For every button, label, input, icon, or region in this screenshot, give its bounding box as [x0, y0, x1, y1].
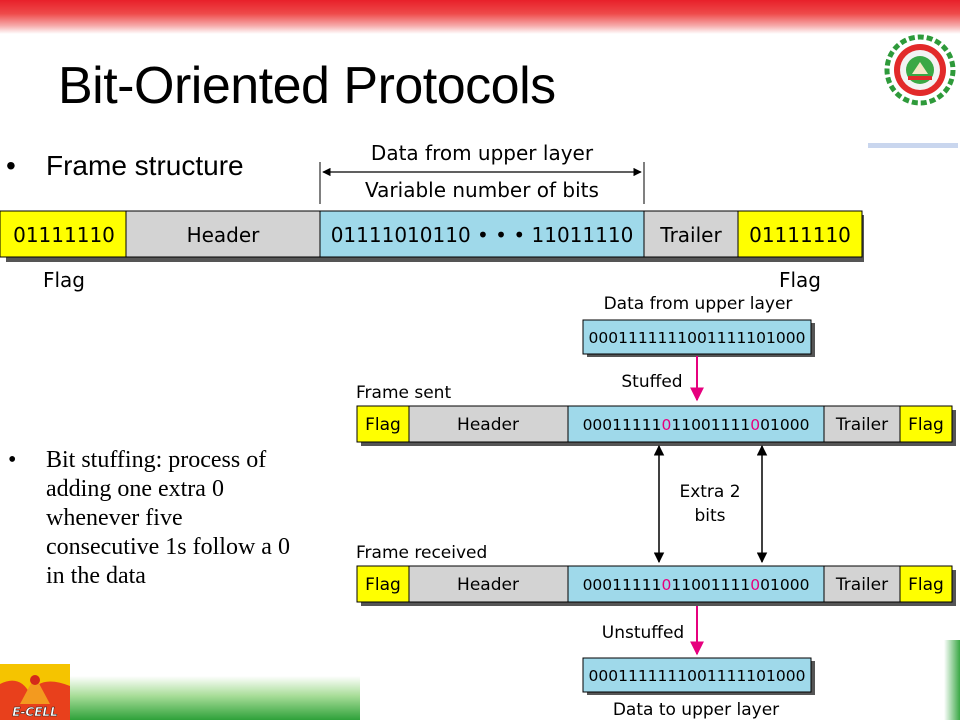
extra-bits-label: Extra 2 [679, 482, 740, 502]
sent-data [567, 405, 825, 443]
recv-flag-left-label: Flag [365, 575, 401, 595]
recv-flag-right-label: Flag [908, 575, 944, 595]
stuffed-label: Stuffed [621, 372, 682, 392]
header-divider [868, 143, 958, 148]
stuffed-bit-2: 0 [750, 576, 760, 594]
bits-part-b: 11001111 [671, 416, 750, 434]
bottom-gradient-bar [60, 676, 360, 720]
bits-part-c: 01000 [760, 416, 809, 434]
frame-received-label: Frame received [356, 543, 487, 563]
flag-field-left [0, 210, 127, 258]
variable-bits-label: Variable number of bits [365, 178, 599, 202]
data-bits: 01111010110 • • • 11011110 [331, 223, 634, 247]
recv-header-label: Header [457, 575, 519, 595]
recv-trailer-label: Trailer [835, 575, 888, 595]
top-gradient-bar [0, 0, 960, 34]
bullet-text: Frame structure [46, 150, 244, 181]
bits-part-b: 11001111 [671, 576, 750, 594]
bits-part-c: 01000 [760, 576, 809, 594]
stuffed-bit-2: 0 [750, 416, 760, 434]
input-bits-box [582, 319, 812, 355]
output-bits: 0001111111001111101000 [589, 667, 806, 685]
bullet-icon: • [6, 150, 16, 181]
bits-part-a: 00011111 [583, 576, 662, 594]
flag-label-right: Flag [779, 268, 821, 292]
extra-bits-label-2: bits [694, 506, 725, 526]
bits-part-a: 00011111 [583, 416, 662, 434]
college-emblem-icon [884, 34, 956, 106]
recv-trailer [823, 565, 901, 603]
flag-label-left: Flag [43, 268, 85, 292]
recv-stuffed-bits: 00011111011001111001000 [583, 576, 810, 594]
sent-flag-right-label: Flag [908, 415, 944, 435]
sent-header-label: Header [457, 415, 519, 435]
flag-field-right [737, 210, 863, 258]
data-to-upper-label: Data to upper layer [613, 700, 779, 720]
sent-trailer-label: Trailer [835, 415, 888, 435]
flag-right-bits: 01111110 [749, 223, 851, 247]
recv-data [567, 565, 825, 603]
sent-flag-left-label: Flag [365, 415, 401, 435]
input-bits: 0001111111001111101000 [589, 329, 806, 347]
sent-flag-right [899, 405, 953, 443]
data-from-upper-label: Data from upper layer [371, 141, 594, 165]
sent-header [408, 405, 569, 443]
recv-flag-right [899, 565, 953, 603]
trailer-field [643, 210, 739, 258]
flag-left-bits: 01111110 [13, 223, 115, 247]
slide-title: Bit-Oriented Protocols [58, 57, 556, 115]
bullet-text: Bit stuffing: process of adding one extr… [46, 447, 290, 589]
unstuffed-label: Unstuffed [602, 623, 684, 643]
header-field [125, 210, 321, 258]
bottom-right-gradient [944, 640, 960, 720]
stuffed-bit-1: 0 [661, 576, 671, 594]
trailer-label: Trailer [659, 223, 722, 247]
bullet-icon: • [8, 447, 17, 473]
svg-text:E-CELL: E-CELL [12, 705, 57, 719]
output-bits-box [582, 657, 812, 693]
header-label: Header [187, 223, 261, 247]
e-cell-logo-icon: E-CELL [0, 664, 70, 720]
data-field [319, 210, 645, 258]
sent-stuffed-bits: 00011111011001111001000 [583, 416, 810, 434]
data-dimension-marker [319, 162, 645, 204]
stuff-data-from-upper-label: Data from upper layer [604, 294, 793, 314]
recv-header [408, 565, 569, 603]
frame-sent-label: Frame sent [356, 383, 451, 403]
stuffed-bit-1: 0 [661, 416, 671, 434]
